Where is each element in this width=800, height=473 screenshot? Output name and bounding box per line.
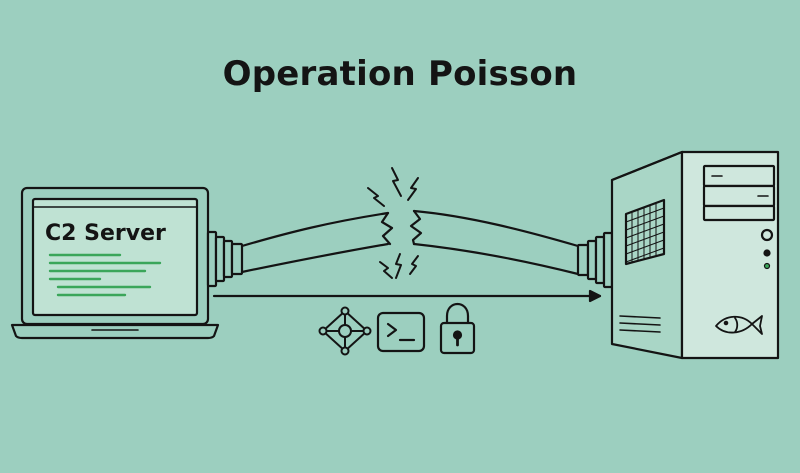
code-lines xyxy=(48,253,162,297)
cable-break-right xyxy=(409,209,423,246)
page-title: Operation Poisson xyxy=(222,54,578,94)
padlock-icon xyxy=(439,302,476,355)
laptop-screen xyxy=(31,197,199,317)
cable-break-left xyxy=(380,211,394,246)
terminal-icon xyxy=(376,311,426,353)
right-connector xyxy=(576,231,614,289)
left-connector xyxy=(206,230,244,288)
status-led xyxy=(763,249,771,257)
tower-grille xyxy=(624,198,666,266)
data-flow-arrow xyxy=(212,289,602,303)
cable-left-half xyxy=(240,211,394,274)
tower-vents xyxy=(619,315,661,333)
lightning-icon xyxy=(367,167,419,279)
network-node-icon xyxy=(318,306,372,356)
cable-right-half xyxy=(409,209,580,276)
tower-computer xyxy=(610,150,780,360)
fish-icon xyxy=(715,315,763,335)
power-button xyxy=(760,228,774,242)
status-led-active xyxy=(763,262,771,270)
grille-mesh xyxy=(625,202,665,264)
laptop xyxy=(10,186,220,340)
laptop-base xyxy=(10,323,220,340)
c2-server-label: C2 Server xyxy=(45,221,166,246)
drive-bay xyxy=(702,204,776,222)
